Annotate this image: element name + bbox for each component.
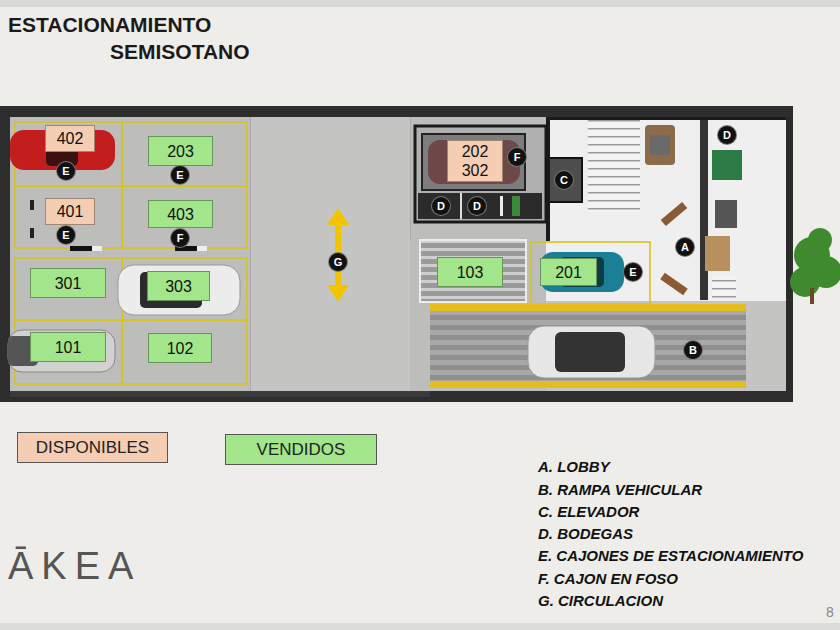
key-entry: A. LOBBY (538, 458, 830, 476)
key-entry: B. RAMPA VEHICULAR (538, 481, 830, 499)
callout-letter: F (508, 148, 526, 166)
legend-swatch: DISPONIBLES (17, 432, 168, 463)
key-entry: D. BODEGAS (538, 525, 830, 543)
node-text: 403 (167, 205, 194, 224)
parking-space-box: 203 (148, 136, 213, 166)
node-text: 202 (462, 142, 489, 161)
callout-letter: E (57, 162, 75, 180)
callout-letter: D (468, 197, 486, 215)
node-text: 201 (555, 263, 582, 282)
parking-space-box: 401 (45, 198, 95, 225)
callout-letter: E (171, 166, 189, 184)
legend-text: DISPONIBLES (36, 438, 149, 458)
key-entry: F. CAJON EN FOSO (538, 570, 830, 588)
node-text: F (514, 151, 521, 163)
callout-letter: F (171, 229, 189, 247)
node-text: 301 (55, 274, 82, 293)
callout-letter: A (676, 238, 694, 256)
parking-space-box: 101 (30, 332, 106, 362)
node-text: D (473, 200, 481, 212)
parking-space-box: 102 (148, 333, 212, 363)
callout-letter: B (684, 341, 702, 359)
node-text: 402 (57, 129, 84, 148)
node-text: E (176, 169, 183, 181)
key-entry: G. CIRCULACION (538, 592, 830, 610)
callout-letter: C (555, 171, 573, 189)
node-text: E (62, 229, 69, 241)
node-text: 302 (462, 161, 489, 180)
parking-space-box: 201 (540, 258, 597, 286)
node-text: D (723, 129, 731, 141)
plan-title: ESTACIONAMIENTO SEMISOTANO (8, 11, 318, 65)
node-text: E (629, 266, 636, 278)
parking-space-box: 402 (45, 125, 95, 152)
brand-logo: ĀKEA (8, 544, 141, 588)
key-entry: E. CAJONES DE ESTACIONAMIENTO (538, 547, 830, 565)
legend-swatch: VENDIDOS (225, 434, 377, 465)
node-text: C (560, 174, 568, 186)
node-text: A (681, 241, 689, 253)
parking-space-box: 103 (437, 257, 503, 287)
callout-letter: G (329, 253, 347, 271)
node-text: D (437, 200, 445, 212)
page-number: 8 (826, 604, 834, 620)
node-text: F (177, 232, 184, 244)
node-text: 101 (55, 338, 82, 357)
legend-text: VENDIDOS (257, 440, 346, 460)
callout-letter: E (57, 226, 75, 244)
node-text: E (62, 165, 69, 177)
node-text: G (334, 256, 343, 268)
callout-letter: E (624, 263, 642, 281)
node-text: 303 (165, 277, 192, 296)
node-text: 203 (167, 142, 194, 161)
parking-space-box: 301 (30, 268, 106, 298)
parking-space-box: 403 (148, 200, 213, 228)
key-entry: C. ELEVADOR (538, 503, 830, 521)
node-text: 102 (167, 339, 194, 358)
callout-letter: D (432, 197, 450, 215)
callout-letter: D (718, 126, 736, 144)
parking-space-box: 303 (147, 271, 210, 301)
node-text: 103 (457, 263, 484, 282)
parking-space-box: 202302 (447, 140, 503, 182)
node-text: B (689, 344, 697, 356)
node-text: 401 (57, 202, 84, 221)
